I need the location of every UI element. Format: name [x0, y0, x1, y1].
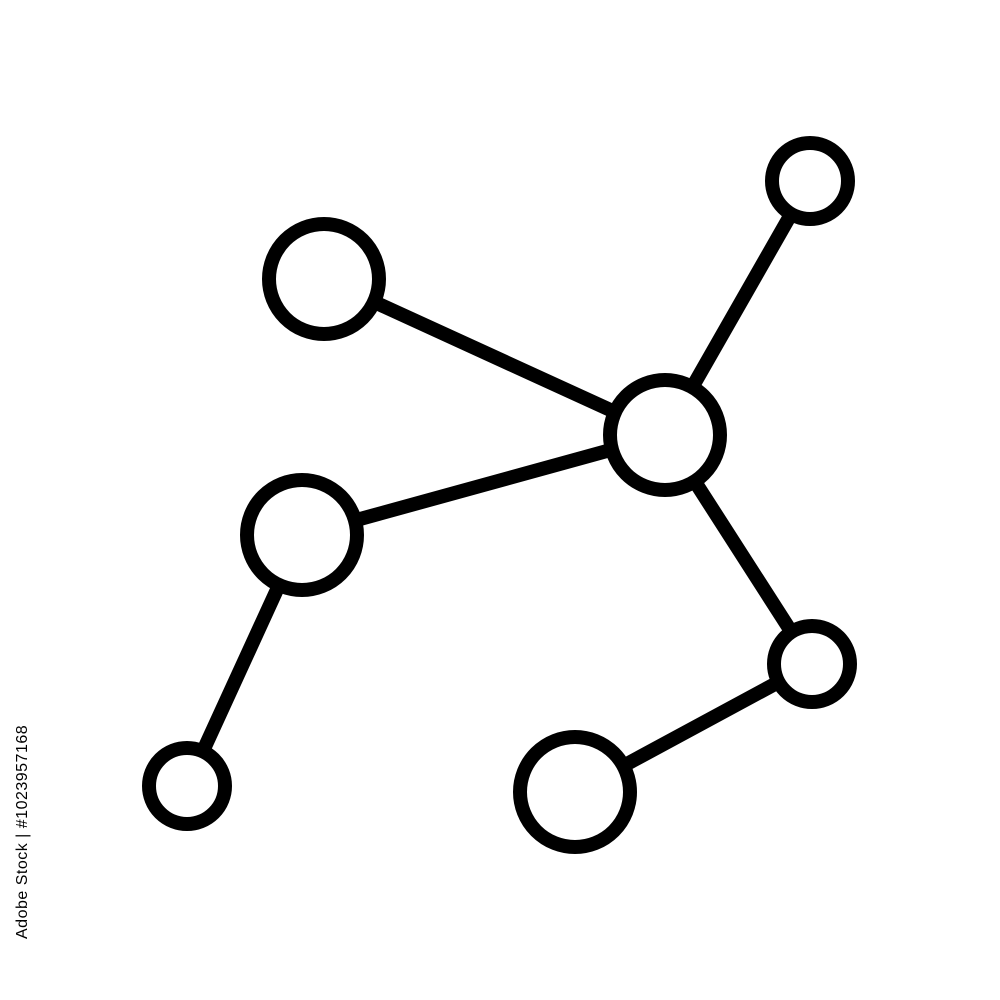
- graph-edge: [317, 272, 672, 442]
- graph-node-center: [603, 373, 727, 497]
- graph-edge: [295, 428, 672, 542]
- graph-node: [765, 136, 855, 226]
- graph-node: [767, 619, 857, 709]
- graph-node: [262, 217, 386, 341]
- graph-node: [240, 473, 364, 597]
- graph-node: [142, 741, 232, 831]
- graph-node: [513, 730, 637, 854]
- stock-id-watermark: Adobe Stock | #1023957168: [14, 724, 31, 940]
